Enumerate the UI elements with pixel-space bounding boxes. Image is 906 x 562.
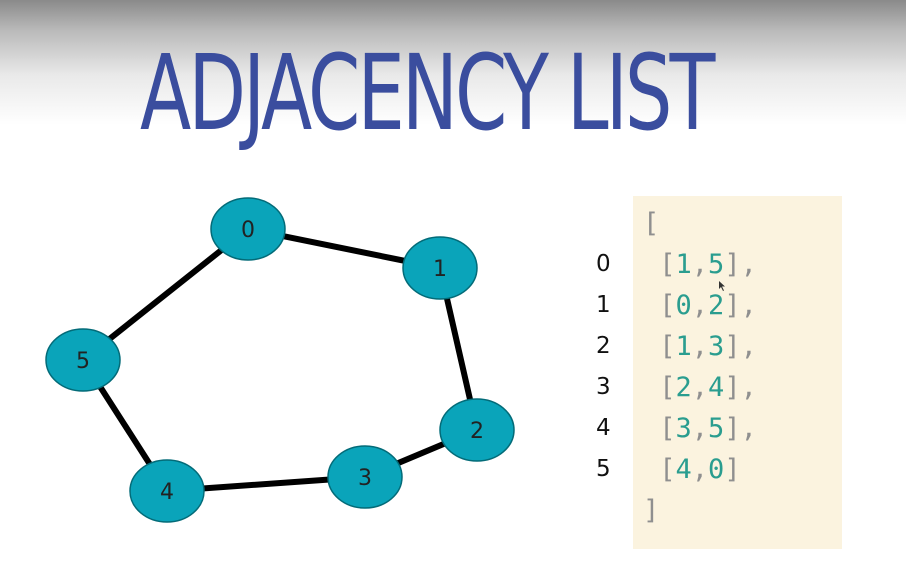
row-index: 0: [596, 251, 611, 277]
adjacency-row-5: [4,0]: [643, 449, 741, 490]
row-index: 3: [596, 374, 611, 400]
graph-edge-5-0: [80, 226, 251, 363]
graph-node-1: 1: [402, 236, 478, 300]
row-open-bracket: [: [643, 372, 676, 403]
row-comma: ,: [691, 413, 709, 444]
neighbor-value: 4: [675, 454, 692, 485]
row-open-bracket: [: [643, 290, 676, 321]
mouse-pointer-icon: [719, 281, 725, 291]
graph-nodes: 0 1 2 3 4 5: [45, 197, 515, 523]
row-indices: 0 1 2 3 4 5: [596, 244, 624, 490]
adjacency-row-4: [3,5],: [643, 408, 757, 449]
row-open-bracket: [: [643, 454, 676, 485]
neighbor-value: 1: [675, 249, 692, 280]
neighbor-value: 2: [675, 372, 692, 403]
graph-node-label: 0: [241, 218, 255, 243]
graph-node-label: 1: [433, 257, 447, 282]
adjacency-list-panel: [ [1,5], [0,2], [1,3], [2,4], [3,5], [4,…: [633, 196, 842, 549]
row-close-bracket: ],: [724, 331, 757, 362]
graph-node-5: 5: [45, 328, 121, 392]
row-close-bracket: ]: [724, 454, 741, 485]
row-comma: ,: [691, 290, 709, 321]
graph-node-circle: [45, 328, 121, 392]
row-index: 4: [596, 415, 611, 441]
row-comma: ,: [691, 249, 709, 280]
neighbor-value: 3: [675, 413, 692, 444]
list-close-bracket: ]: [643, 495, 660, 526]
adjacency-row-1: [0,2],: [643, 285, 757, 326]
graph-node-circle: [210, 197, 286, 261]
neighbor-value: 0: [675, 290, 692, 321]
neighbor-value: 4: [708, 372, 725, 403]
neighbor-value: 1: [675, 331, 692, 362]
neighbor-value: 3: [708, 331, 725, 362]
graph-node-2: 2: [439, 398, 515, 462]
graph-node-3: 3: [327, 445, 403, 509]
list-open-bracket: [: [643, 208, 660, 239]
row-comma: ,: [691, 331, 709, 362]
graph-node-circle: [402, 236, 478, 300]
row-open-bracket: [: [643, 331, 676, 362]
row-close-bracket: ],: [724, 372, 757, 403]
row-close-bracket: ],: [724, 413, 757, 444]
row-index: 5: [596, 456, 611, 482]
graph-node-circle: [439, 398, 515, 462]
row-index: 1: [596, 292, 611, 318]
adjacency-row-2: [1,3],: [643, 326, 757, 367]
neighbor-value: 0: [708, 454, 725, 485]
adjacency-row-3: [2,4],: [643, 367, 757, 408]
neighbor-value: 5: [708, 249, 725, 280]
row-open-bracket: [: [643, 413, 676, 444]
graph-diagram: 0 1 2 3 4 5: [45, 197, 515, 523]
row-close-bracket: ],: [724, 249, 757, 280]
adjacency-row-0: [1,5],: [643, 244, 757, 285]
slide-title: ADJACENCY LIST: [140, 32, 715, 154]
graph-node-label: 5: [76, 349, 90, 374]
graph-node-circle: [129, 459, 205, 523]
row-comma: ,: [691, 454, 709, 485]
graph-node-0: 0: [210, 197, 286, 261]
graph-node-4: 4: [129, 459, 205, 523]
row-comma: ,: [691, 372, 709, 403]
row-close-bracket: ],: [724, 290, 757, 321]
graph-node-label: 3: [358, 466, 372, 491]
neighbor-value: 2: [708, 290, 725, 321]
neighbor-value: 5: [708, 413, 725, 444]
row-index: 2: [596, 333, 611, 359]
graph-node-label: 2: [470, 419, 484, 444]
row-open-bracket: [: [643, 249, 676, 280]
graph-node-label: 4: [160, 480, 174, 505]
graph-node-circle: [327, 445, 403, 509]
